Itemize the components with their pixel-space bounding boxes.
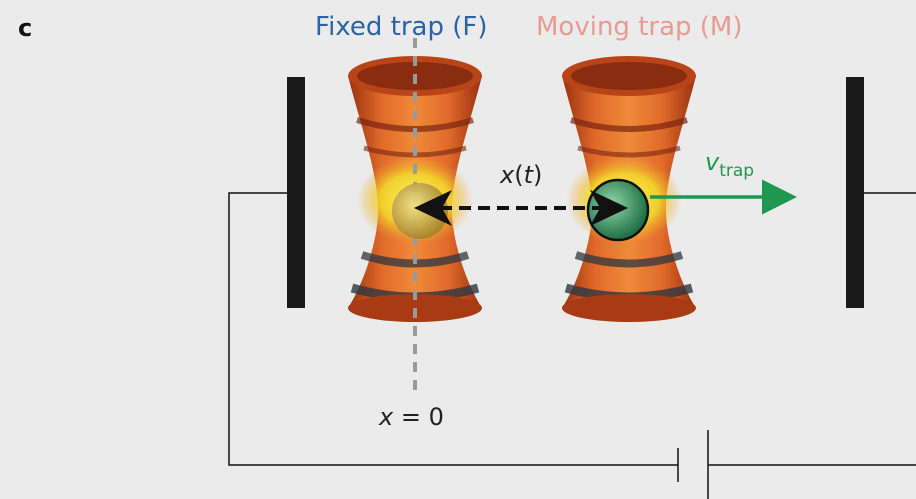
circuit-wire-right [708, 192, 916, 466]
right-electrode [846, 77, 864, 308]
separation-arrowhead-left [414, 190, 452, 226]
fixed-trap-label: Fixed trap (F) [315, 12, 488, 42]
moving-trap-label: Moving trap (M) [536, 12, 743, 42]
separation-arrowhead-right [590, 190, 628, 226]
separation-label: x(t) [500, 161, 543, 189]
fixed-bead [392, 183, 448, 239]
origin-label: x = 0 [379, 403, 444, 431]
left-electrode [287, 77, 305, 308]
panel-label: c [18, 14, 33, 42]
circuit-wire-left [228, 192, 678, 466]
velocity-label: vtrap [705, 148, 755, 181]
